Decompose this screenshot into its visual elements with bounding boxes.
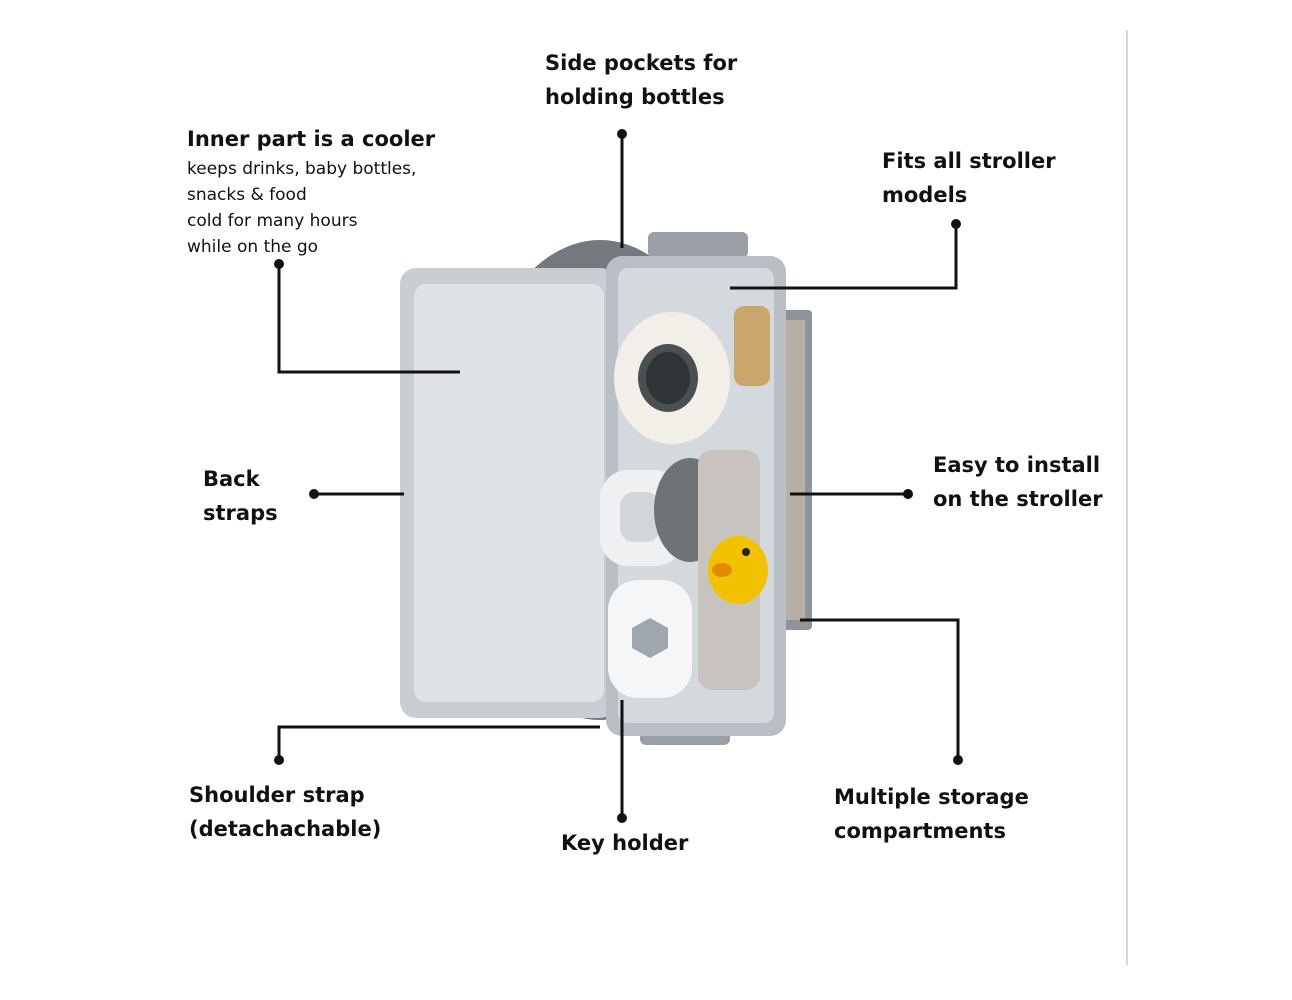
leader-inner-part	[277, 264, 460, 374]
bag-top-handle	[648, 232, 748, 258]
duck-toy	[708, 536, 768, 604]
leader-dot	[903, 489, 913, 499]
label-desc: keeps drinks, baby bottles,	[187, 159, 417, 179]
label-multiple-storage: Multiple storage compartments	[834, 780, 1029, 848]
vertical-divider	[1126, 30, 1128, 965]
label-line: Multiple storage	[834, 785, 1029, 809]
label-line: Key holder	[561, 831, 689, 855]
label-desc: cold for many hours	[187, 211, 358, 231]
label-inner-part: Inner part is a cooler keeps drinks, bab…	[187, 122, 435, 260]
leader-dot	[274, 259, 284, 269]
leader-dot	[309, 489, 319, 499]
leader-dot	[617, 813, 627, 823]
label-fits-all: Fits all stroller models	[882, 144, 1056, 212]
leader-dot	[617, 129, 627, 139]
leader-dot	[953, 755, 963, 765]
leader-shoulder-strap	[277, 725, 600, 760]
leader-dot	[274, 755, 284, 765]
label-line: on the stroller	[933, 487, 1103, 511]
label-line: models	[882, 183, 968, 207]
leader-multiple-storage	[800, 618, 960, 760]
label-line: holding bottles	[545, 85, 725, 109]
leader-fits-all	[730, 224, 958, 290]
label-line: Easy to install	[933, 453, 1101, 477]
label-desc: snacks & food	[187, 185, 307, 205]
wooden-toy	[734, 306, 770, 386]
label-shoulder-strap: Shoulder strap (detachachable)	[189, 778, 381, 846]
label-line: (detachachable)	[189, 817, 382, 841]
label-title: Inner part is a cooler	[187, 127, 436, 151]
label-line: Back	[203, 467, 260, 491]
label-line: Side pockets for	[545, 51, 738, 75]
label-key-holder: Key holder	[561, 826, 688, 860]
label-line: compartments	[834, 819, 1006, 843]
label-back-straps: Back straps	[203, 462, 278, 530]
leader-dot	[951, 219, 961, 229]
label-line: straps	[203, 501, 278, 525]
label-easy-install: Easy to install on the stroller	[933, 448, 1103, 516]
label-side-pockets: Side pockets for holding bottles	[545, 46, 737, 114]
label-line: Fits all stroller	[882, 149, 1056, 173]
label-desc: while on the go	[187, 237, 319, 257]
label-line: Shoulder strap	[189, 783, 365, 807]
